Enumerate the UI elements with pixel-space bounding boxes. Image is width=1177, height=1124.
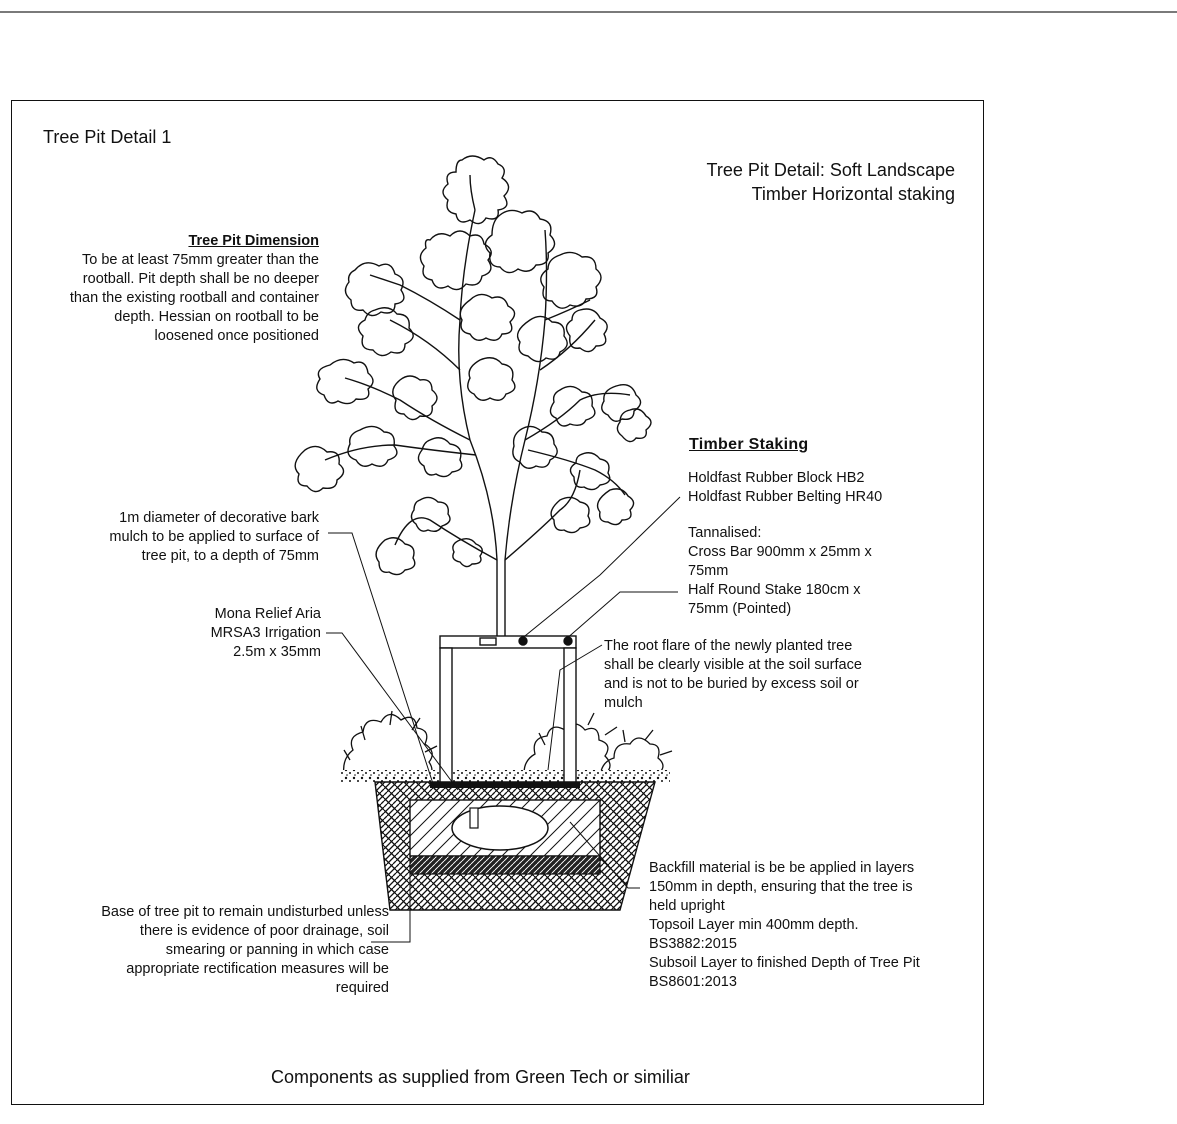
base-line-1: Base of tree pit to remain undisturbed u… (101, 904, 389, 920)
base-line-4: appropriate rectification measures will … (126, 961, 389, 977)
detail-title: Tree Pit Detail: Soft Landscape Timber H… (707, 158, 955, 206)
timber-staking-block-line-2: Holdfast Rubber Belting HR40 (688, 489, 883, 505)
bark-mulch-line-3: tree pit, to a depth of 75mm (141, 548, 319, 564)
backfill-line-5: BS3882:2015 (649, 936, 737, 952)
backfill-line-6: Subsoil Layer to finished Depth of Tree … (649, 955, 920, 971)
bark-mulch-line-1: 1m diameter of decorative bark (119, 510, 319, 526)
backfill-line-1: Backfill material is be be applied in la… (649, 860, 915, 876)
irrigation-line-3: 2.5m x 35mm (233, 644, 321, 660)
timber-staking-heading: Timber Staking (689, 436, 809, 453)
base-of-pit-note: Base of tree pit to remain undisturbed u… (101, 903, 389, 998)
irrigation-note: Mona Relief Aria MRSA3 Irrigation 2.5m x… (211, 605, 321, 662)
drawing-frame (11, 100, 984, 1105)
backfill-line-3: held upright (649, 898, 725, 914)
detail-title-line-1: Tree Pit Detail: Soft Landscape (706, 160, 955, 180)
tannalised-line-3: 75mm (688, 563, 729, 579)
tree-canopy (294, 155, 652, 576)
tree-pit-dimension-line-2: rootball. Pit depth shall be no deeper (82, 271, 319, 287)
tannalised-line-1: Tannalised: (688, 525, 762, 541)
top-rule (0, 0, 1177, 13)
drawing-title: Tree Pit Detail 1 (43, 127, 172, 147)
root-flare-line-1: The root flare of the newly planted tree (604, 638, 853, 654)
irrigation-line-2: MRSA3 Irrigation (210, 625, 321, 641)
irrigation-line-1: Mona Relief Aria (214, 606, 321, 622)
stake-line-2: 75mm (Pointed) (688, 601, 792, 617)
backfill-note: Backfill material is be be applied in la… (649, 859, 920, 992)
detail-title-line-2: Timber Horizontal staking (751, 184, 955, 204)
tree-pit-dimension-line-1: To be at least 75mm greater than the (82, 252, 319, 268)
stake-line-1: Half Round Stake 180cm x (688, 582, 861, 598)
timber-staking-block-line-1: Holdfast Rubber Block HB2 (688, 470, 865, 486)
base-line-3: smearing or panning in which case (165, 942, 389, 958)
tree-branches (324, 174, 631, 645)
tree-pit-dimension-line-3: than the existing rootball and container (69, 290, 319, 306)
base-line-2: there is evidence of poor drainage, soil (139, 923, 389, 939)
root-flare-line-3: and is not to be buried by excess soil o… (604, 676, 859, 692)
footer-note: Components as supplied from Green Tech o… (271, 1067, 690, 1087)
ground-shrubs (342, 710, 673, 782)
root-flare-line-4: mulch (604, 695, 643, 711)
gravel-surface (340, 770, 670, 782)
timber-stakes (439, 635, 577, 789)
backfill-line-2: 150mm in depth, ensuring that the tree i… (649, 879, 913, 895)
bark-mulch-line-2: mulch to be applied to surface of (109, 529, 319, 545)
bark-mulch-note: 1m diameter of decorative bark mulch to … (109, 509, 319, 566)
tannalised-line-2: Cross Bar 900mm x 25mm x (688, 544, 872, 560)
tree-pit-dimension-line-4: depth. Hessian on rootball to be (114, 309, 319, 325)
tree-pit-dimension-line-5: loosened once positioned (154, 328, 319, 344)
leader-lines (326, 496, 681, 943)
tree-pit-dimension-heading: Tree Pit Dimension (188, 233, 319, 249)
tree-pit (374, 781, 656, 911)
tannalised-note: Tannalised: Cross Bar 900mm x 25mm x 75m… (688, 524, 872, 619)
tree-pit-dimension-note: Tree Pit Dimension To be at least 75mm g… (70, 232, 319, 346)
root-flare-line-2: shall be clearly visible at the soil sur… (604, 657, 862, 673)
base-line-5: required (335, 980, 389, 996)
backfill-line-4: Topsoil Layer min 400mm depth. (649, 917, 859, 933)
root-flare-note: The root flare of the newly planted tree… (604, 637, 862, 713)
backfill-line-7: BS8601:2013 (649, 974, 737, 990)
timber-staking-block-note: Holdfast Rubber Block HB2 Holdfast Rubbe… (688, 469, 882, 507)
